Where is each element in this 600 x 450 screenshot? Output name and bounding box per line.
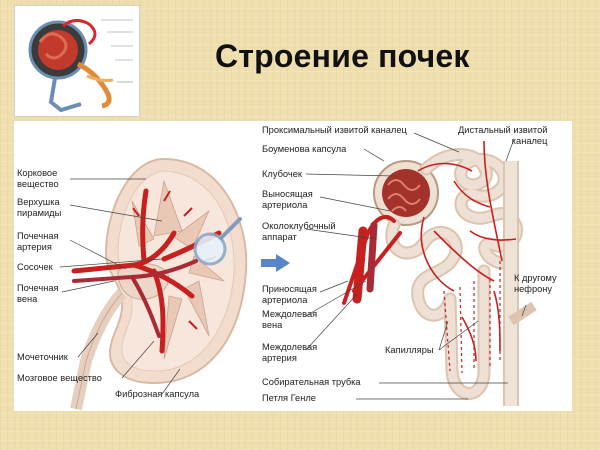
label-renal-artery-line1: Почечная (17, 231, 59, 241)
label-interlobar-artery-line1: Междолевая (262, 342, 318, 352)
label-renal-artery-line2: артерия (17, 241, 52, 252)
label-fibrous-capsule: Фиброзная капсула (115, 389, 200, 399)
label-renal-artery: Почечная артерия (17, 231, 59, 252)
label-efferent-arteriole-line2: артериола (262, 199, 308, 210)
label-papilla: Сосочек (17, 262, 53, 272)
thumbnail-nephron-illustration (28, 19, 133, 113)
label-pyramid-apex: Верхушка пирамиды (17, 197, 61, 218)
label-to-other-nephron-line2: нефрону (514, 283, 553, 294)
label-interlobar-vein-line2: вена (262, 319, 283, 330)
label-afferent-arteriole: Приносящая артериола (262, 284, 317, 305)
label-afferent-arteriole-line2: артериола (262, 294, 308, 305)
label-collecting-duct: Собирательная трубка (262, 377, 361, 387)
label-capillaries: Капилляры (385, 345, 434, 355)
label-efferent-arteriole: Выносящая артериола (262, 189, 313, 210)
arrow-right-icon (261, 254, 290, 272)
label-glomerulus: Клубочек (262, 169, 302, 179)
label-distal-tubule-line1: Дистальный извитой (458, 125, 548, 135)
label-afferent-arteriole-line1: Приносящая (262, 284, 317, 294)
kidney-cross-section (70, 157, 248, 411)
label-interlobar-artery: Междолевая артерия (262, 342, 317, 363)
page-title: Строение почек (215, 38, 470, 74)
label-ureter: Мочеточник (17, 352, 68, 362)
label-to-other-nephron: К другому нефрону (514, 273, 557, 294)
label-juxtaglomerular-line2: аппарат (262, 231, 297, 242)
thumbnail-nephron-diagram (14, 5, 140, 117)
label-medulla: Мозговое вещество (17, 373, 102, 383)
label-juxtaglomerular-line1: Околоклубочный (262, 221, 336, 231)
label-pyramid-apex-line2: пирамиды (17, 207, 62, 218)
label-cortex-line2: вещество (17, 178, 59, 189)
label-bowman-capsule: Боуменова капсула (262, 144, 347, 154)
nephron-illustration (342, 140, 537, 406)
label-distal-tubule: Дистальный извитой каналец (458, 125, 547, 146)
label-interlobar-artery-line2: артерия (262, 352, 297, 363)
label-proximal-tubule: Проксимальный извитой каналец (262, 125, 407, 135)
label-pyramid-apex-line1: Верхушка (17, 197, 60, 207)
label-interlobar-vein-line1: Междолевая (262, 309, 318, 319)
kidney-nephron-illustration (59, 132, 537, 411)
label-renal-vein-line2: вена (17, 293, 38, 304)
label-efferent-arteriole-line1: Выносящая (262, 189, 313, 199)
label-renal-vein: Почечная вена (17, 283, 59, 304)
diagram-panel: Корковое вещество Верхушка пирамиды Поче… (14, 121, 572, 411)
leader-lines (59, 132, 527, 400)
label-interlobar-vein: Междолевая вена (262, 309, 317, 330)
label-cortex-line1: Корковое (17, 168, 58, 178)
label-renal-vein-line1: Почечная (17, 283, 59, 293)
label-juxtaglomerular: Околоклубочный аппарат (262, 221, 336, 242)
label-loop-henle: Петля Генле (262, 393, 316, 403)
label-to-other-nephron-line1: К другому (514, 273, 557, 283)
label-cortex: Корковое вещество (17, 168, 59, 189)
label-distal-tubule-line2: каналец (511, 135, 548, 146)
